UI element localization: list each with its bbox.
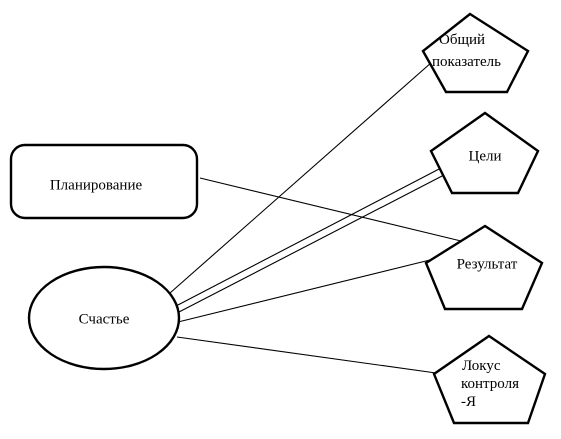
node-lokus-kontrolya: Локус контроля -Я bbox=[432, 334, 547, 425]
node-lokus-label-line1: Локус bbox=[462, 358, 501, 374]
node-layer: Планирование Счастье Общий показатель Це… bbox=[9, 12, 547, 425]
edge-schaste-obshchiy bbox=[169, 61, 433, 294]
edge-planirovanie-rezultat bbox=[199, 177, 462, 242]
node-obshchiy-label-line1: Общий bbox=[439, 32, 485, 48]
edge-schaste-lokus bbox=[176, 336, 437, 374]
node-planirovanie-label: Планирование bbox=[50, 177, 143, 193]
node-lokus-label-line2: контроля bbox=[461, 376, 519, 392]
edge-schaste-tseli-a bbox=[175, 167, 442, 307]
edge-layer bbox=[169, 61, 462, 374]
node-tseli: Цели bbox=[429, 111, 540, 195]
node-tseli-label: Цели bbox=[468, 148, 501, 164]
node-schaste: Счастье bbox=[27, 265, 181, 371]
edge-schaste-tseli-b bbox=[178, 174, 445, 313]
node-planirovanie: Планирование bbox=[9, 143, 199, 220]
node-lokus-label-line3: -Я bbox=[461, 394, 476, 410]
edge-schaste-rezultat bbox=[177, 258, 435, 323]
node-obshchiy-pokazatel: Общий показатель bbox=[421, 12, 530, 94]
node-rezultat: Результат bbox=[424, 224, 544, 311]
node-schaste-label: Счастье bbox=[79, 311, 130, 327]
node-obshchiy-label-line2: показатель bbox=[432, 54, 501, 70]
node-rezultat-label: Результат bbox=[457, 256, 518, 272]
